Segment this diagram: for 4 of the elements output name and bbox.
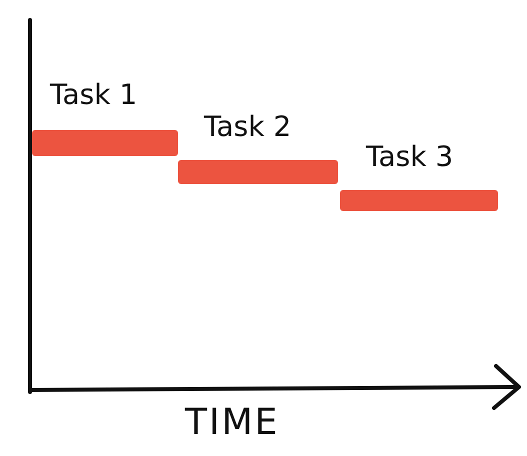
task-label: Task 1 (50, 78, 138, 111)
task-label: Task 3 (366, 140, 454, 173)
task-label: Task 2 (204, 110, 292, 143)
axis-label: TIME (185, 402, 280, 443)
